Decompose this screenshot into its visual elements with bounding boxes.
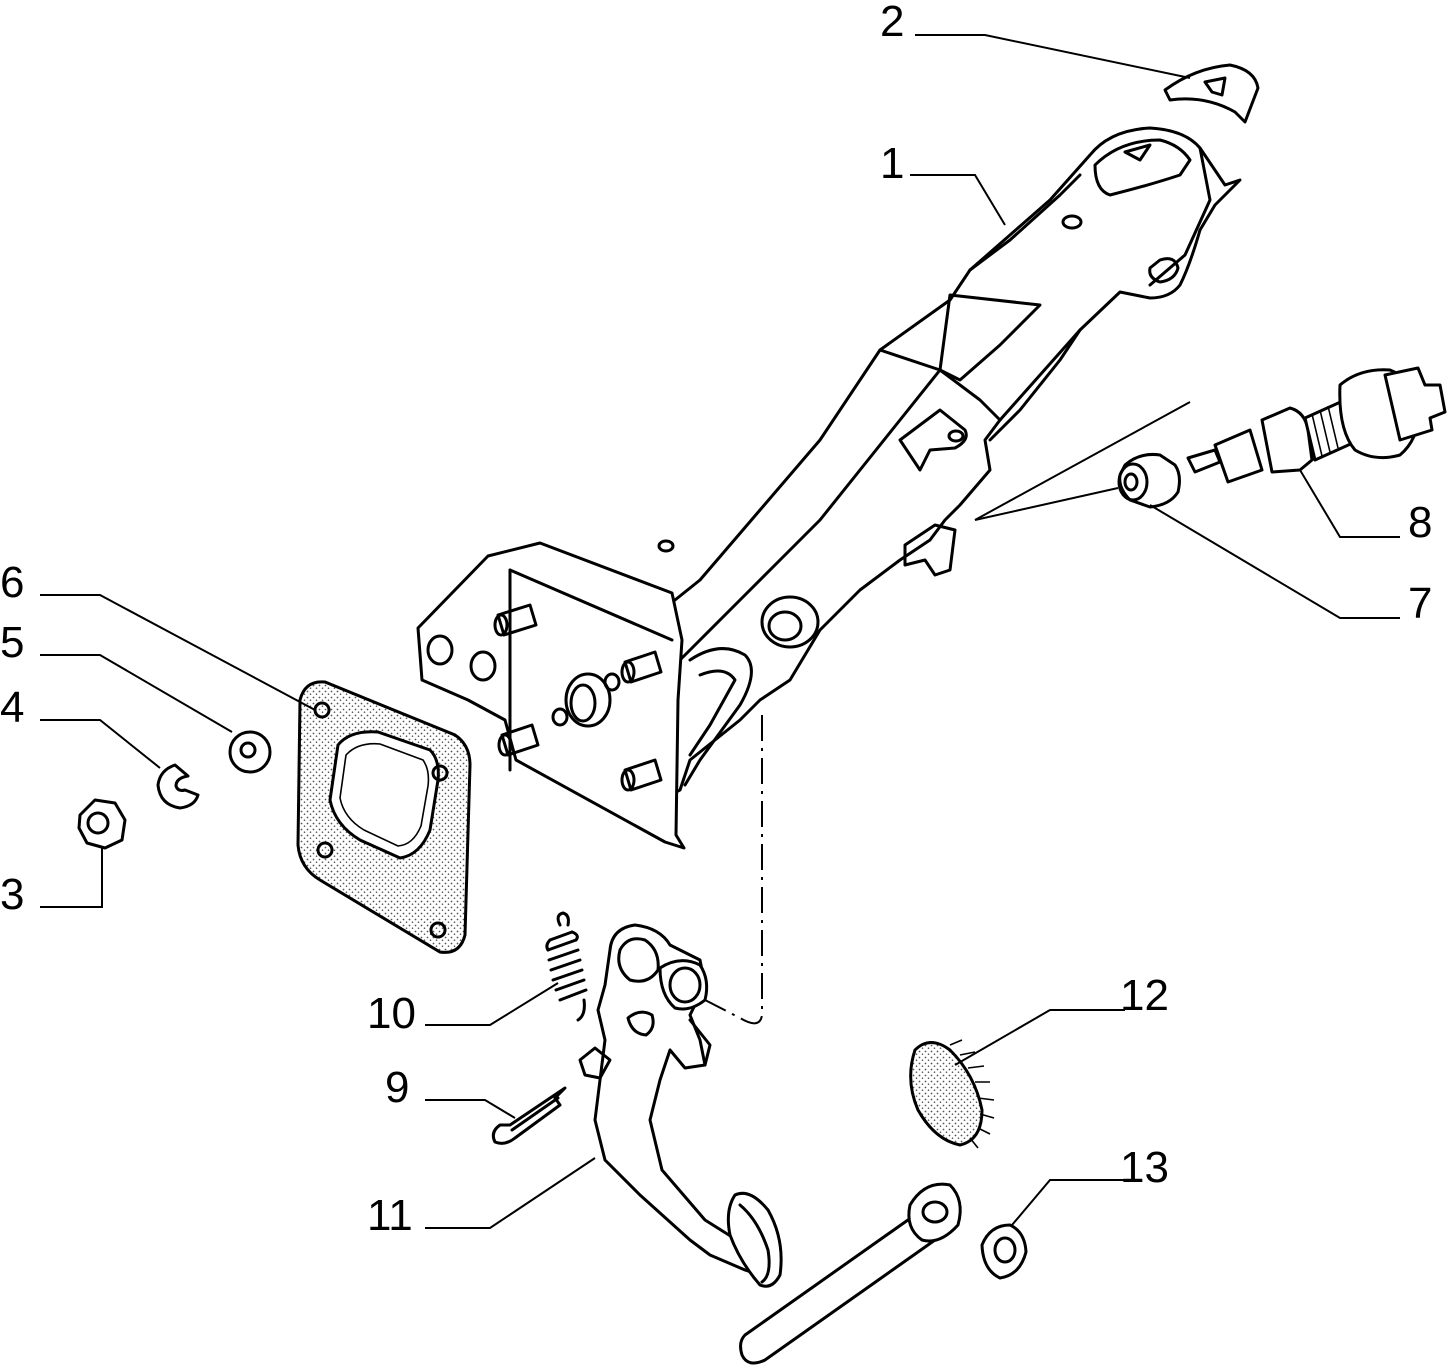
pivot-pin [739,1182,962,1365]
leader-12 [954,1009,1125,1066]
stud-bottom-right [620,758,663,792]
leader-4 [40,719,161,769]
callout-2: 2 [880,0,904,46]
part-4-clip [156,763,200,810]
assembly-guides [704,401,1191,1025]
leader-3 [40,848,103,908]
leader-lines [40,34,1400,1229]
callout-1: 1 [880,139,904,188]
leader-11 [425,1157,596,1229]
callout-11: 11 [367,1191,413,1240]
part-7-bushing [1117,453,1181,509]
part-11-pedal [578,923,783,1288]
callout-10: 10 [367,989,416,1038]
callout-3: 3 [0,870,24,919]
stud-top-right [620,650,663,684]
callout-13: 13 [1120,1143,1169,1192]
stud-top-left [493,603,538,637]
callout-5: 5 [0,618,24,667]
callout-4: 4 [0,683,24,732]
part-13-washer [980,1223,1028,1280]
part-10-spring [545,911,588,1022]
callout-7: 7 [1408,579,1432,628]
leader-10 [425,982,559,1026]
callout-9: 9 [385,1063,409,1112]
part-1-pedal-bracket [416,126,1242,850]
callout-12: 12 [1120,971,1169,1020]
part-6-gasket [296,680,472,954]
stud-bottom-left [497,723,540,757]
leader-1 [910,174,1006,226]
callout-6: 6 [0,558,24,607]
part-8-switch [1186,366,1447,484]
part-5-washer [228,730,272,774]
part-3-nut [77,798,127,850]
callout-labels: 2 1 6 5 4 3 8 7 10 9 11 12 13 [0,0,1432,1240]
callout-8: 8 [1408,498,1432,547]
leader-5 [40,654,233,733]
part-12-pad-cover [909,1039,995,1149]
leader-9 [425,1099,516,1119]
part-2-cap [1163,63,1260,124]
leader-8 [1299,469,1400,538]
leader-7 [1149,504,1400,619]
part-9-cotter-pin [491,1086,567,1145]
leader-6 [40,594,316,711]
leader-13 [1011,1179,1125,1226]
leader-2 [915,34,1191,79]
